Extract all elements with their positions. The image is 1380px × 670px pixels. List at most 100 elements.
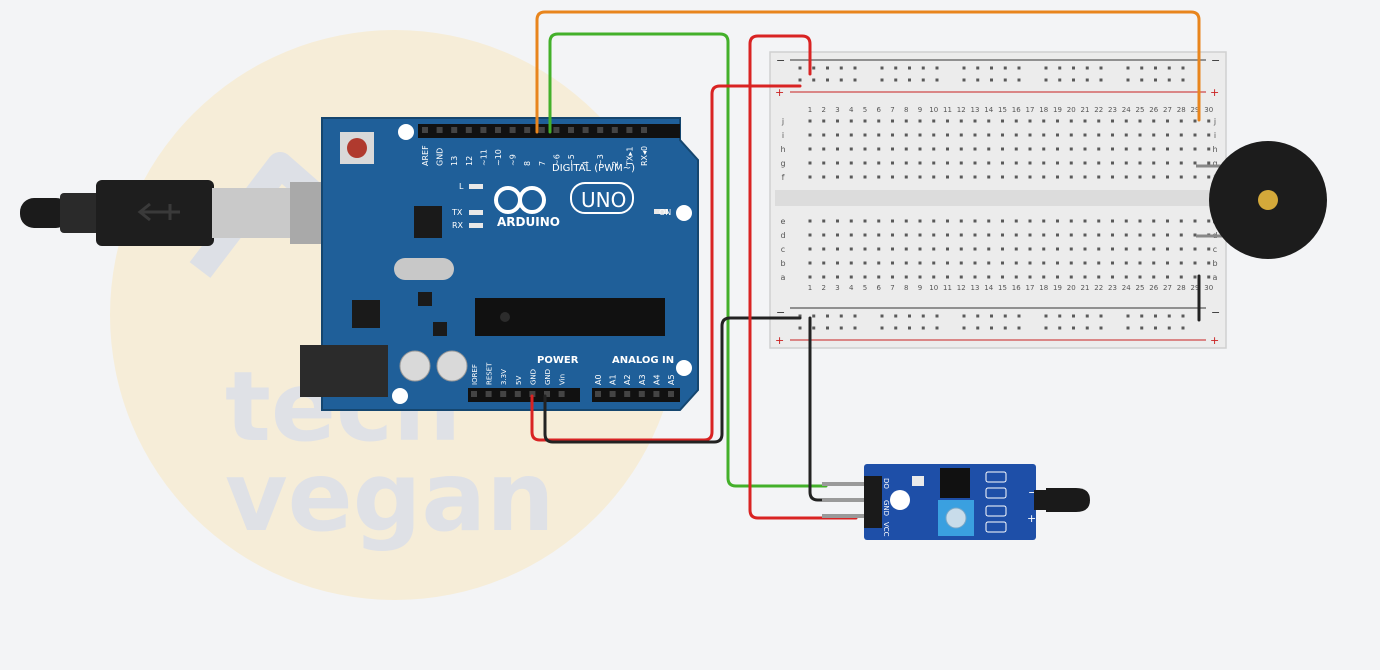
breadboard-hole[interactable] xyxy=(853,78,857,82)
breadboard-hole[interactable] xyxy=(863,133,867,137)
breadboard-hole[interactable] xyxy=(1138,133,1142,137)
breadboard-hole[interactable] xyxy=(1166,233,1169,237)
breadboard-hole[interactable] xyxy=(808,175,812,179)
breadboard-hole[interactable] xyxy=(853,314,857,318)
breadboard-hole[interactable] xyxy=(1111,147,1114,151)
breadboard-hole[interactable] xyxy=(1014,247,1018,251)
breadboard-hole[interactable] xyxy=(1058,314,1062,318)
breadboard-hole[interactable] xyxy=(904,175,908,179)
breadboard-hole[interactable] xyxy=(836,161,839,165)
breadboard-hole[interactable] xyxy=(1014,275,1018,279)
breadboard-hole[interactable] xyxy=(853,326,857,330)
breadboard-hole[interactable] xyxy=(822,275,826,279)
breadboard-hole[interactable] xyxy=(1138,261,1142,265)
breadboard-hole[interactable] xyxy=(891,261,894,265)
breadboard-hole[interactable] xyxy=(1124,275,1128,279)
breadboard-hole[interactable] xyxy=(946,175,949,179)
breadboard-hole[interactable] xyxy=(836,275,839,279)
breadboard-hole[interactable] xyxy=(891,175,894,179)
breadboard-hole[interactable] xyxy=(849,147,853,151)
breadboard-hole[interactable] xyxy=(877,247,881,251)
breadboard-hole[interactable] xyxy=(1044,326,1048,330)
breadboard-hole[interactable] xyxy=(1014,119,1018,123)
breadboard-hole[interactable] xyxy=(1181,66,1185,70)
breadboard-hole[interactable] xyxy=(1014,233,1018,237)
breadboard-hole[interactable] xyxy=(1001,119,1004,123)
breadboard-hole[interactable] xyxy=(849,119,853,123)
breadboard-hole[interactable] xyxy=(808,119,812,123)
breadboard-hole[interactable] xyxy=(946,219,949,223)
breadboard-hole[interactable] xyxy=(1140,78,1144,82)
breadboard-hole[interactable] xyxy=(1099,78,1103,82)
breadboard-hole[interactable] xyxy=(1069,119,1073,123)
breadboard-hole[interactable] xyxy=(973,147,977,151)
breadboard-hole[interactable] xyxy=(1056,147,1059,151)
breadboard-hole[interactable] xyxy=(1072,66,1075,70)
breadboard-hole[interactable] xyxy=(826,66,829,70)
breadboard-hole[interactable] xyxy=(1152,275,1156,279)
breadboard-hole[interactable] xyxy=(1099,314,1103,318)
breadboard-hole[interactable] xyxy=(1138,175,1142,179)
breadboard-hole[interactable] xyxy=(1181,78,1185,82)
breadboard-hole[interactable] xyxy=(808,161,812,165)
breadboard-hole[interactable] xyxy=(959,261,963,265)
breadboard-hole[interactable] xyxy=(1097,147,1101,151)
breadboard-hole[interactable] xyxy=(987,247,991,251)
breadboard-hole[interactable] xyxy=(962,78,966,82)
breadboard-hole[interactable] xyxy=(1207,275,1211,279)
breadboard-hole[interactable] xyxy=(1167,66,1171,70)
breadboard-hole[interactable] xyxy=(1097,133,1101,137)
breadboard-hole[interactable] xyxy=(1111,261,1114,265)
header-pin[interactable] xyxy=(500,391,507,397)
header-pin[interactable] xyxy=(436,127,443,133)
breadboard-hole[interactable] xyxy=(1014,261,1018,265)
breadboard-hole[interactable] xyxy=(894,78,898,82)
header-pin[interactable] xyxy=(595,391,601,397)
breadboard-hole[interactable] xyxy=(1193,261,1197,265)
breadboard-hole[interactable] xyxy=(1193,119,1197,123)
breadboard-hole[interactable] xyxy=(1028,175,1032,179)
breadboard-hole[interactable] xyxy=(1179,247,1183,251)
breadboard-hole[interactable] xyxy=(1181,326,1185,330)
breadboard-hole[interactable] xyxy=(932,161,936,165)
breadboard-hole[interactable] xyxy=(1028,261,1032,265)
breadboard-hole[interactable] xyxy=(877,233,881,237)
breadboard-hole[interactable] xyxy=(1124,119,1128,123)
breadboard-hole[interactable] xyxy=(1014,175,1018,179)
breadboard-hole[interactable] xyxy=(1028,119,1032,123)
breadboard-hole[interactable] xyxy=(1152,247,1156,251)
breadboard-hole[interactable] xyxy=(808,133,812,137)
breadboard-hole[interactable] xyxy=(1207,219,1211,223)
breadboard-hole[interactable] xyxy=(877,147,881,151)
breadboard-hole[interactable] xyxy=(1207,133,1211,137)
breadboard-hole[interactable] xyxy=(1069,275,1073,279)
breadboard-hole[interactable] xyxy=(1138,233,1142,237)
breadboard-hole[interactable] xyxy=(946,261,949,265)
breadboard-hole[interactable] xyxy=(1181,314,1185,318)
breadboard-hole[interactable] xyxy=(863,147,867,151)
breadboard-hole[interactable] xyxy=(839,66,843,70)
breadboard-hole[interactable] xyxy=(904,219,908,223)
breadboard-hole[interactable] xyxy=(973,133,977,137)
breadboard-hole[interactable] xyxy=(891,147,894,151)
breadboard-hole[interactable] xyxy=(1001,233,1004,237)
breadboard-hole[interactable] xyxy=(1042,175,1046,179)
breadboard-hole[interactable] xyxy=(1028,247,1032,251)
breadboard-hole[interactable] xyxy=(836,147,839,151)
breadboard-hole[interactable] xyxy=(1138,219,1142,223)
breadboard-hole[interactable] xyxy=(987,175,991,179)
breadboard-hole[interactable] xyxy=(918,161,922,165)
breadboard-hole[interactable] xyxy=(1001,147,1004,151)
breadboard-hole[interactable] xyxy=(1126,326,1130,330)
breadboard-hole[interactable] xyxy=(863,119,867,123)
breadboard-hole[interactable] xyxy=(918,219,922,223)
breadboard-hole[interactable] xyxy=(1124,175,1128,179)
breadboard-hole[interactable] xyxy=(921,314,925,318)
breadboard-hole[interactable] xyxy=(1193,219,1197,223)
breadboard-hole[interactable] xyxy=(1069,175,1073,179)
breadboard-hole[interactable] xyxy=(891,275,894,279)
breadboard-hole[interactable] xyxy=(976,326,980,330)
breadboard-hole[interactable] xyxy=(836,261,839,265)
breadboard-hole[interactable] xyxy=(1111,275,1114,279)
breadboard-hole[interactable] xyxy=(946,233,949,237)
